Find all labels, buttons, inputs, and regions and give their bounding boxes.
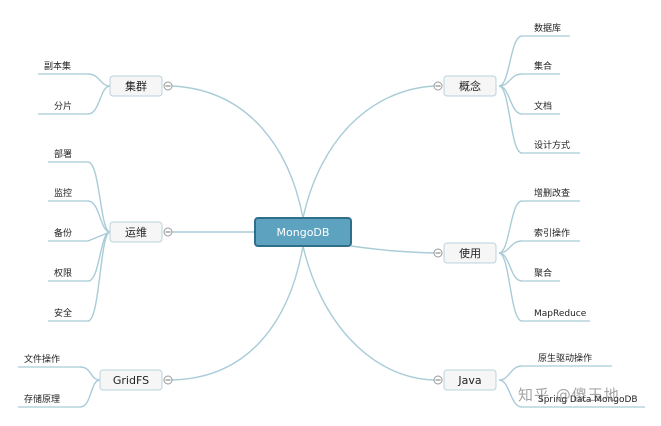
leaf-security[interactable]: 安全 — [54, 307, 72, 319]
leaf-deploy[interactable]: 部署 — [54, 148, 72, 160]
leaf-replica-set[interactable]: 副本集 — [44, 60, 71, 72]
leaf-storage-principle[interactable]: 存储原理 — [24, 393, 60, 405]
leaf-backup[interactable]: 备份 — [54, 227, 72, 239]
leaf-native-driver[interactable]: 原生驱动操作 — [538, 352, 592, 364]
edge-root-usage — [350, 245, 435, 254]
leaf-monitor[interactable]: 监控 — [54, 187, 72, 199]
leaf-index-ops[interactable]: 索引操作 — [534, 227, 570, 239]
branch-java-label: Java — [457, 374, 481, 387]
branch-java[interactable]: Java — [433, 369, 497, 391]
branch-concept[interactable]: 概念 — [433, 75, 497, 97]
branch-usage-label: 使用 — [459, 247, 481, 260]
leaf-crud[interactable]: 增删改查 — [534, 187, 570, 199]
branch-cluster-label: 集群 — [125, 79, 147, 93]
branch-gridfs-label: GridFS — [113, 374, 149, 387]
concept-leaves: 数据库 集合 文档 设计方式 — [498, 22, 580, 154]
branch-concept-label: 概念 — [459, 79, 481, 93]
edge-root-gridfs — [171, 245, 304, 381]
cluster-leaves: 副本集 分片 — [38, 60, 111, 115]
branch-gridfs[interactable]: GridFS — [99, 369, 173, 391]
watermark: 知乎 @傻玉地 — [518, 386, 620, 404]
branch-cluster[interactable]: 集群 — [109, 75, 173, 97]
root-node[interactable]: MongoDB — [254, 217, 352, 247]
branch-usage[interactable]: 使用 — [433, 242, 497, 264]
leaf-permission[interactable]: 权限 — [54, 267, 72, 279]
edge-root-cluster — [171, 85, 304, 219]
root-label: MongoDB — [277, 226, 330, 239]
edge-root-concept — [302, 85, 435, 219]
edge-root-java — [302, 245, 435, 381]
usage-leaves: 增删改查 索引操作 聚合 MapReduce — [498, 187, 590, 322]
java-leaves: 原生驱动操作 Spring Data MongoDB — [498, 352, 645, 408]
leaf-database[interactable]: 数据库 — [534, 22, 561, 34]
gridfs-leaves: 文件操作 存储原理 — [18, 353, 101, 408]
root-connectors — [171, 85, 435, 381]
leaf-sharding[interactable]: 分片 — [54, 100, 72, 112]
leaf-mapreduce[interactable]: MapReduce — [534, 309, 587, 319]
branch-ops[interactable]: 运维 — [109, 221, 173, 243]
leaf-collection[interactable]: 集合 — [534, 60, 552, 72]
leaf-design[interactable]: 设计方式 — [534, 139, 570, 151]
leaf-aggregation[interactable]: 聚合 — [534, 267, 552, 279]
leaf-document[interactable]: 文档 — [534, 100, 552, 112]
ops-leaves: 部署 监控 备份 权限 安全 — [48, 148, 111, 322]
branch-ops-label: 运维 — [125, 226, 147, 239]
leaf-file-ops[interactable]: 文件操作 — [24, 353, 60, 365]
leaf-spring-data[interactable]: Spring Data MongoDB — [538, 395, 638, 405]
